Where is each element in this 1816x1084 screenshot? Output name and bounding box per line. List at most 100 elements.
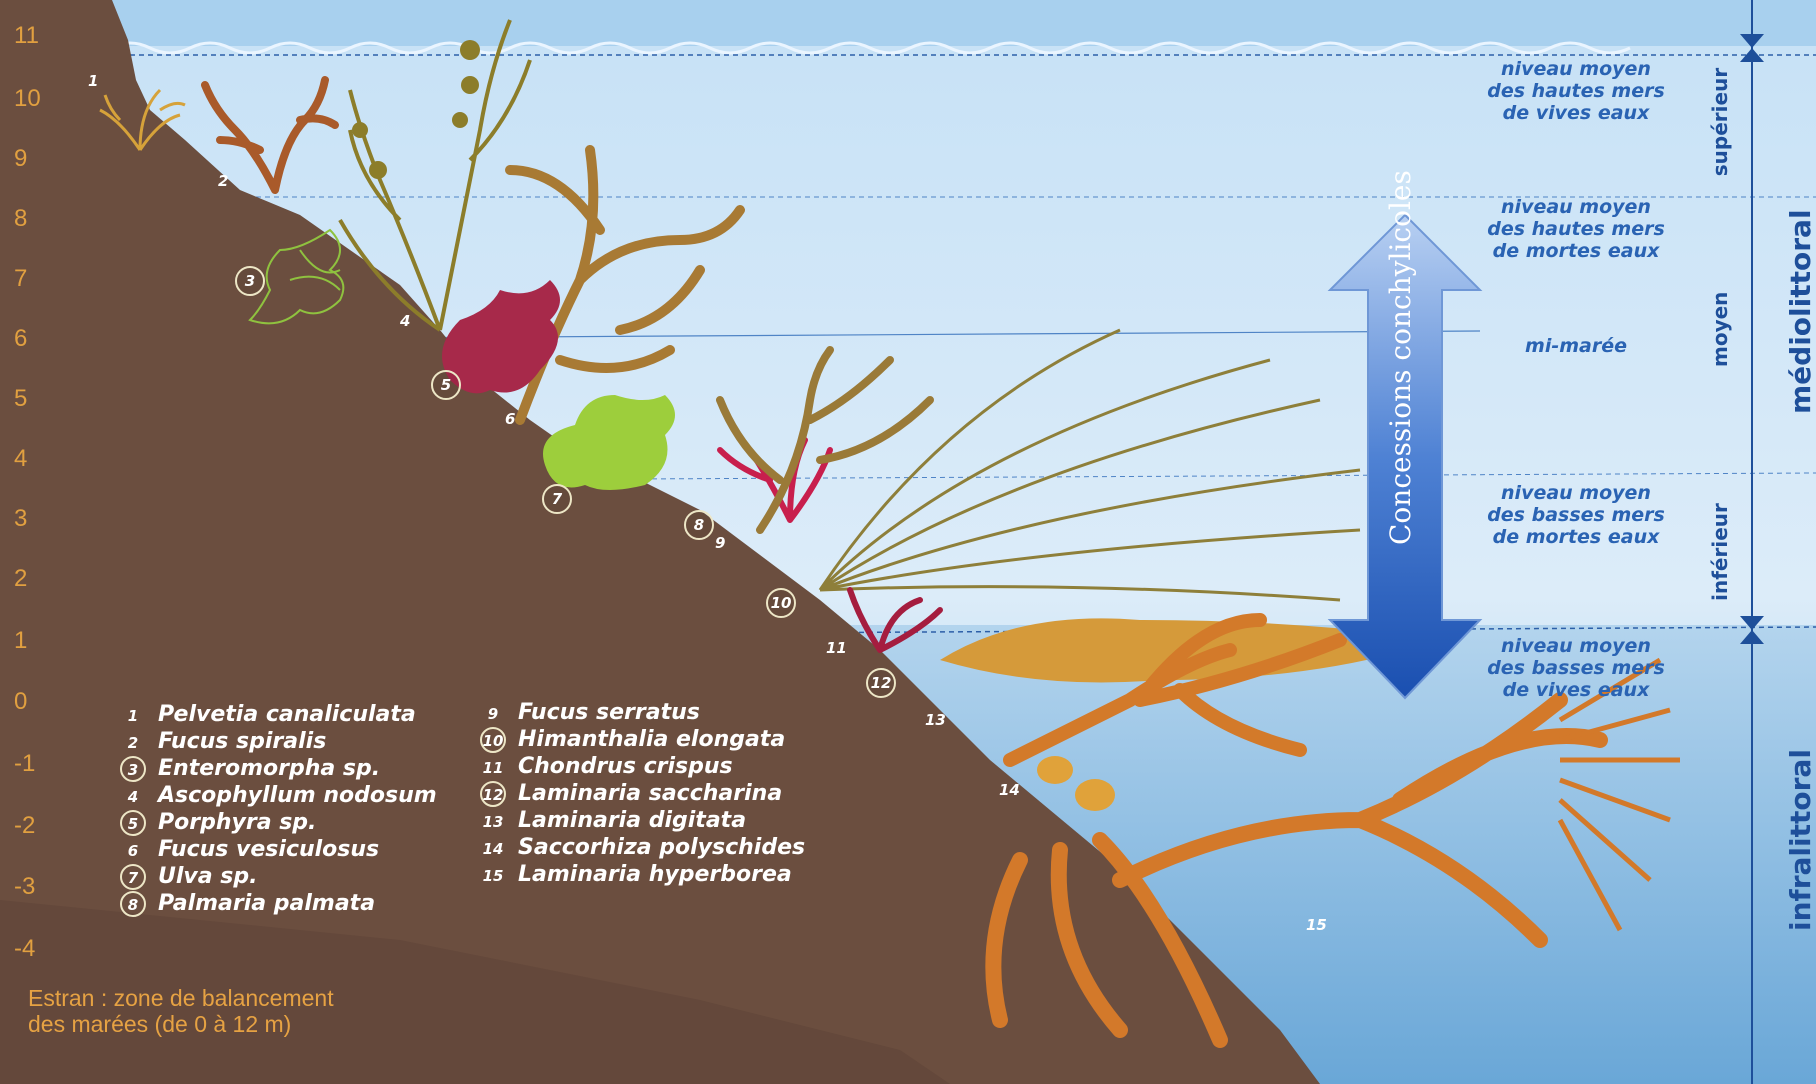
- marker-12: 12: [866, 668, 896, 698]
- scale-label: 2: [14, 565, 54, 593]
- level-basses-mers-vives-eaux: niveau moyen des basses mers de vives ea…: [1456, 635, 1696, 701]
- level-line-text: niveau moyen: [1456, 635, 1696, 657]
- legend-item: 15 Laminaria hyperborea: [478, 861, 805, 888]
- scale-label: -1: [14, 750, 54, 778]
- estran-line: Estran : zone de balancement: [28, 985, 334, 1011]
- marker-7: 7: [542, 484, 572, 514]
- legend-number: 14: [478, 836, 508, 863]
- scale-label: 5: [14, 385, 54, 413]
- scale-label: 0: [14, 688, 54, 716]
- level-hautes-mers-vives-eaux: niveau moyen des hautes mers de vives ea…: [1456, 58, 1696, 124]
- legend-number: 8: [120, 891, 146, 917]
- scale-label: -2: [14, 812, 54, 840]
- level-line-text: des basses mers: [1456, 657, 1696, 679]
- zone-mediolittoral: médiolittoral: [1784, 224, 1816, 414]
- level-mi-maree: mi-marée: [1456, 335, 1696, 357]
- marker-1: 1: [88, 72, 98, 90]
- legend-item: 14 Saccorhiza polyschides: [478, 834, 805, 861]
- level-line-text: des hautes mers: [1456, 218, 1696, 240]
- marker-2: 2: [218, 172, 228, 190]
- scale-label: 10: [14, 85, 54, 113]
- legend-item: 1 Pelvetia canaliculata: [118, 701, 437, 728]
- scale-label: 6: [14, 325, 54, 353]
- legend-species: Laminaria digitata: [518, 808, 746, 833]
- legend-item: 2 Fucus spiralis: [118, 728, 437, 755]
- legend-species: Himanthalia elongata: [518, 727, 785, 752]
- legend-species: Laminaria hyperborea: [518, 862, 792, 887]
- legend-number: 1: [118, 703, 148, 730]
- legend-number: 13: [478, 809, 508, 836]
- scale-label: -3: [14, 873, 54, 901]
- legend-species: Palmaria palmata: [158, 891, 375, 916]
- legend-species: Saccorhiza polyschides: [518, 835, 805, 860]
- legend-item: 11 Chondrus crispus: [478, 753, 805, 780]
- level-hautes-mers-mortes-eaux: niveau moyen des hautes mers de mortes e…: [1456, 196, 1696, 262]
- legend-item: 4 Ascophyllum nodosum: [118, 782, 437, 809]
- legend-item: 5 Porphyra sp.: [118, 809, 437, 836]
- level-line-text: des basses mers: [1456, 504, 1696, 526]
- zone-infralittoral: infralittoral: [1784, 751, 1816, 931]
- marker-4: 4: [400, 312, 410, 330]
- level-line-text: de mortes eaux: [1456, 240, 1696, 262]
- level-line-text: niveau moyen: [1456, 58, 1696, 80]
- scale-label: 4: [14, 445, 54, 473]
- scale-label: 3: [14, 505, 54, 533]
- legend-species: Laminaria saccharina: [518, 781, 782, 806]
- level-line-text: niveau moyen: [1456, 196, 1696, 218]
- legend-number: 10: [480, 727, 506, 753]
- legend-species: Fucus serratus: [518, 700, 700, 725]
- marker-6: 6: [505, 410, 515, 428]
- legend-item: 13 Laminaria digitata: [478, 807, 805, 834]
- legend-number: 4: [118, 784, 148, 811]
- estran-line: des marées (de 0 à 12 m): [28, 1011, 334, 1037]
- legend-number: 11: [478, 755, 508, 782]
- zone-superieur: supérieur: [1708, 67, 1732, 177]
- legend-column-right: 9Fucus serratus 10 Himanthalia elongata 1…: [478, 699, 805, 888]
- marker-5: 5: [431, 370, 461, 400]
- legend-number: 2: [118, 730, 148, 757]
- legend-species: Porphyra sp.: [158, 810, 316, 835]
- legend-species: Chondrus crispus: [518, 754, 733, 779]
- sky-band: [0, 0, 1816, 46]
- level-line-text: niveau moyen: [1456, 482, 1696, 504]
- estran-caption: Estran : zone de balancement des marées …: [28, 985, 334, 1037]
- level-line-text: de mortes eaux: [1456, 526, 1696, 548]
- legend-number: 5: [120, 810, 146, 836]
- legend-number: 7: [120, 864, 146, 890]
- level-line-text: de vives eaux: [1456, 102, 1696, 124]
- legend-item: 7 Ulva sp.: [118, 863, 437, 890]
- legend-item: 3 Enteromorpha sp.: [118, 755, 437, 782]
- marker-8: 8: [684, 510, 714, 540]
- legend-number: 6: [118, 838, 148, 865]
- marker-14: 14: [999, 781, 1020, 799]
- marker-13: 13: [925, 711, 946, 729]
- legend-species: Pelvetia canaliculata: [158, 702, 416, 727]
- level-basses-mers-mortes-eaux: niveau moyen des basses mers de mortes e…: [1456, 482, 1696, 548]
- zone-inferieur: inférieur: [1708, 502, 1732, 602]
- legend-species: Fucus vesiculosus: [158, 837, 379, 862]
- marker-3: 3: [235, 266, 265, 296]
- level-line-text: de vives eaux: [1456, 679, 1696, 701]
- legend-species: Ascophyllum nodosum: [158, 783, 437, 808]
- scale-label: 9: [14, 145, 54, 173]
- marker-9: 9: [715, 534, 725, 552]
- legend-species: Fucus spiralis: [158, 729, 326, 754]
- legend-number: 15: [478, 863, 508, 890]
- marker-10: 10: [766, 588, 796, 618]
- arrow-label-concessions: Concessions conchylicoles: [1386, 215, 1416, 545]
- scale-label: 11: [14, 22, 54, 50]
- legend-item: 6 Fucus vesiculosus: [118, 836, 437, 863]
- scale-label: 1: [14, 627, 54, 655]
- legend-item: 10 Himanthalia elongata: [478, 726, 805, 753]
- scale-label: -4: [14, 935, 54, 963]
- legend-species: Ulva sp.: [158, 864, 257, 889]
- legend-species: Enteromorpha sp.: [158, 756, 380, 781]
- marker-15: 15: [1306, 916, 1327, 934]
- marker-11: 11: [826, 639, 847, 657]
- legend-number: 3: [120, 756, 146, 782]
- scale-label: 8: [14, 205, 54, 233]
- level-line-text: mi-marée: [1456, 335, 1696, 357]
